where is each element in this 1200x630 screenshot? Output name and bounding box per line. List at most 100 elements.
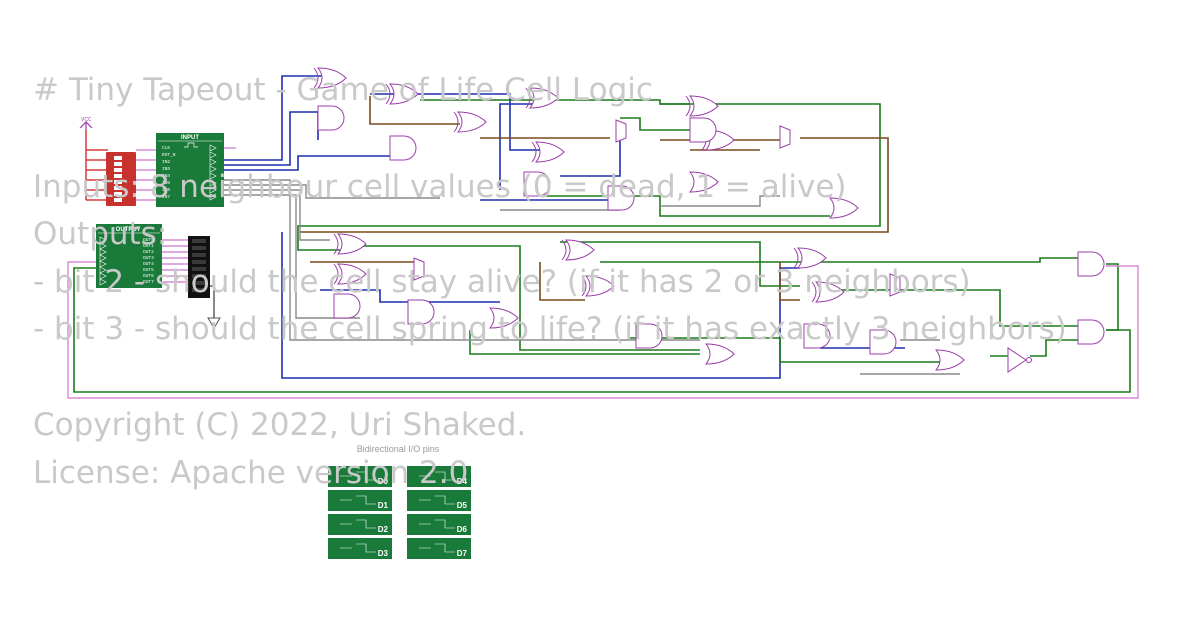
bidir-label: D3 <box>378 549 389 558</box>
bidir-caption: Bidirectional I/O pins <box>357 444 440 454</box>
mux-gate <box>779 125 791 149</box>
note-copyright: Copyright (C) 2022, Uri Shaked. <box>33 407 526 443</box>
note-bit-2: - bit 2 - should the cell stay alive? (i… <box>33 264 971 300</box>
bidir-pins[interactable]: Bidirectional I/O pins D0 D1 D2 D3 D4 <box>328 444 471 559</box>
output-pin: OUT2 <box>143 249 154 255</box>
bidir-pin-d4[interactable]: D4 <box>407 466 471 487</box>
or-gate <box>705 343 735 365</box>
output-pin: OUT6 <box>143 273 154 279</box>
output-pin: OUT0 <box>143 237 154 243</box>
bidir-label: D2 <box>378 525 389 534</box>
and-gate <box>389 135 417 161</box>
output-pin: OUT7 <box>143 279 154 285</box>
vcc-arrow-icon <box>79 121 93 130</box>
input-pin: CLK <box>162 145 170 151</box>
note-title: # Tiny Tapeout - Game of Life Cell Logic <box>33 72 653 108</box>
wire-in-2 <box>224 111 319 166</box>
and-gate <box>1077 251 1105 277</box>
wire-green-low2 <box>630 337 940 363</box>
wire-brown-1 <box>369 96 460 125</box>
bidir-label: D5 <box>457 501 468 510</box>
wire-green-out <box>73 267 1131 393</box>
bidir-label: D6 <box>457 525 468 534</box>
wire-blue-mid2 <box>560 130 621 177</box>
output-pin: OUT4 <box>143 261 154 267</box>
input-pin: RST_N <box>162 152 176 158</box>
vcc-label: VCC <box>81 117 92 123</box>
note-bit-3: - bit 3 - should the cell spring to life… <box>33 311 1067 347</box>
bidir-label: D7 <box>457 549 468 558</box>
note-license: License: Apache version 2.0 <box>33 455 468 491</box>
input-pin: IN6 <box>162 187 170 193</box>
xor-gate <box>561 239 595 261</box>
input-pin: IN3 <box>162 166 170 172</box>
schematic-notes: # Tiny Tapeout - Game of Life Cell Logic… <box>33 72 1067 491</box>
wire-blue-bottom <box>281 232 800 379</box>
bidir-pin-d5[interactable]: D5 <box>407 490 471 511</box>
output-wires <box>162 239 188 283</box>
note-inputs: Inputs: 8 neighbour cell values (0 = dea… <box>33 169 847 205</box>
output-pin: OUT5 <box>143 267 154 273</box>
input-chip-title: INPUT <box>181 135 199 141</box>
ground-icon <box>207 317 221 329</box>
output-chip-title: OUTPUT <box>116 227 141 233</box>
xor-gate <box>531 141 565 163</box>
wire-in-3 <box>224 155 390 171</box>
and-gate <box>1077 319 1105 345</box>
wire-green-b6 <box>1030 339 1078 357</box>
wire-blue-b2 <box>499 103 540 190</box>
gates <box>313 67 1105 373</box>
wire-in-1 <box>224 75 340 161</box>
input-pin: IN2 <box>162 159 170 165</box>
wire-gray-4 <box>224 194 360 319</box>
led-bar-graph[interactable] <box>188 236 221 329</box>
input-pin: IN5 <box>162 180 170 186</box>
wire-blue-mid <box>370 93 560 151</box>
bidir-pin-d1[interactable]: D1 <box>328 490 392 511</box>
dip-toggles <box>114 156 122 202</box>
wire-green-b4 <box>830 289 1078 327</box>
wire-green-b7 <box>1106 263 1119 331</box>
bidir-pin-d2[interactable]: D2 <box>328 514 392 535</box>
xor-gate <box>685 95 719 117</box>
led-segments <box>192 239 206 292</box>
bidir-label: D0 <box>378 477 389 486</box>
output-chip-pins: OUT0 OUT1 OUT2 OUT3 OUT4 OUT5 OUT6 OUT7 <box>143 237 154 285</box>
wire-gray-3 <box>224 189 330 241</box>
wire-blue-lower <box>320 289 500 303</box>
dip-switch[interactable]: VCC <box>79 117 136 206</box>
note-outputs: Outputs: <box>33 216 167 252</box>
output-chip[interactable]: OUTPUT OUT0 OUT1 OUT2 OUT3 OUT4 OUT5 OUT… <box>96 224 162 288</box>
input-chip-buffers <box>209 144 217 201</box>
led-ground-wire <box>210 285 215 318</box>
wire-gray-6 <box>660 195 780 207</box>
wire-green-b1 <box>360 245 700 351</box>
clock-waveform-icon <box>184 142 198 148</box>
output-chip-buffers <box>99 236 107 286</box>
or-gate <box>935 349 965 371</box>
bidir-pin-d3[interactable]: D3 <box>328 538 392 559</box>
wire-green-low <box>469 330 700 355</box>
wire-green-b3 <box>600 257 1078 263</box>
output-pin: OUT1 <box>143 243 154 249</box>
wire-green-mid <box>620 117 690 131</box>
bidir-pin-d7[interactable]: D7 <box>407 538 471 559</box>
mux-gate <box>615 119 627 143</box>
xor-gate <box>333 233 367 255</box>
xor-gate <box>453 111 487 133</box>
bidir-label: D4 <box>457 477 468 486</box>
and-gate <box>317 105 345 131</box>
input-chip[interactable]: INPUT CLK RST_N IN2 IN3 IN4 IN5 IN6 IN7 <box>156 133 224 207</box>
wire-green-loop <box>297 103 881 251</box>
wire-brown-6 <box>539 262 585 301</box>
wire-brown-7 <box>779 262 800 301</box>
wires <box>67 75 1139 399</box>
wire-pink-out <box>67 261 1139 399</box>
wire-gray-1 <box>224 179 700 341</box>
wire-brown-8 <box>300 137 889 233</box>
wire-gray-2 <box>224 184 440 199</box>
bidir-pin-d6[interactable]: D6 <box>407 514 471 535</box>
bidir-pin-d0[interactable]: D0 <box>328 466 392 487</box>
input-pin: IN7 <box>162 194 170 200</box>
